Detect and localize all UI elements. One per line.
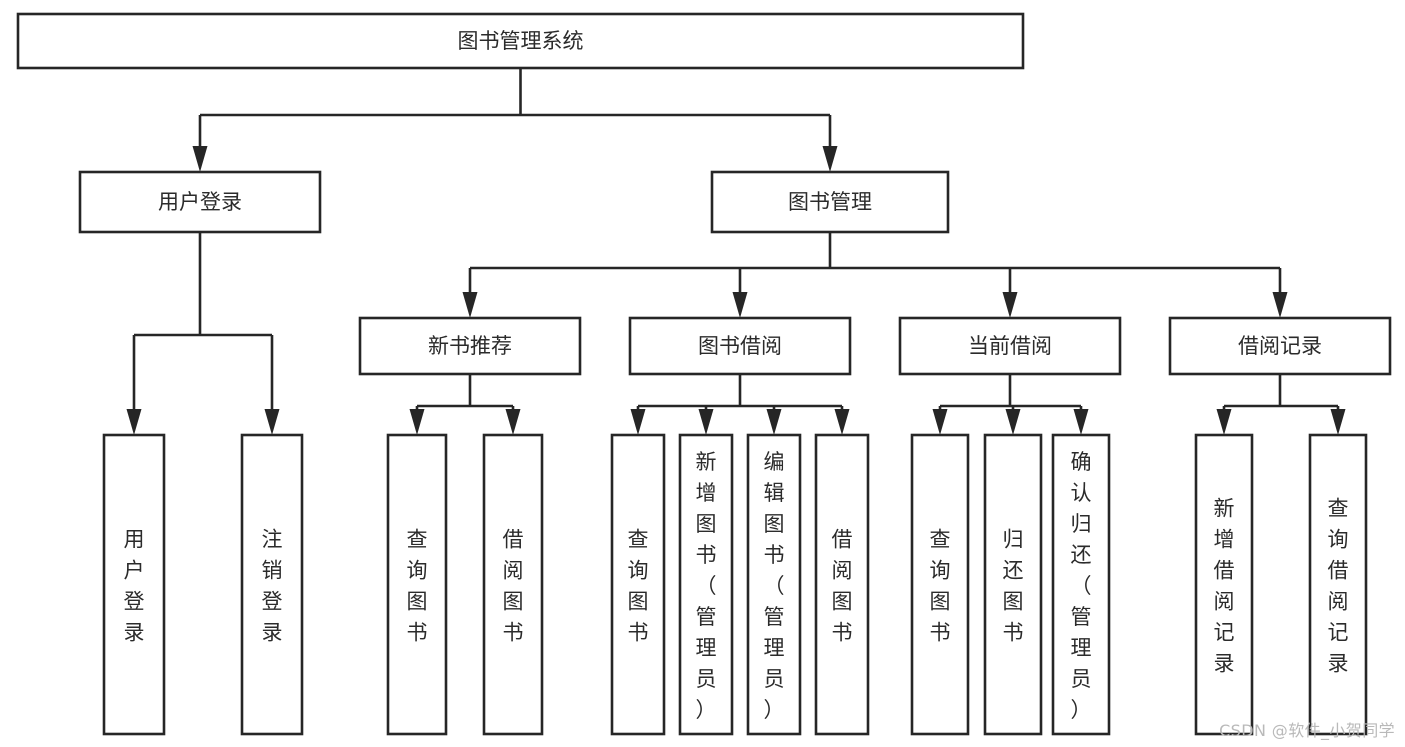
node-leaf-borrow-book-rec[interactable]: 借阅图书: [482, 433, 544, 736]
node-leaf-add-borrow-record[interactable]: 新增借阅记录: [1194, 433, 1254, 736]
node-leaf-query-book-borrow[interactable]: 查询图书: [610, 433, 666, 736]
connectors-layer: [126, 68, 1346, 435]
node-leaf-add-book-admin[interactable]: 新增图书（管理员）: [678, 433, 734, 736]
node-leaf-return-book[interactable]: 归还图书: [983, 433, 1043, 736]
node-box-leaf-borrow-book-rec[interactable]: [482, 433, 544, 736]
node-box-leaf-query-book-cur[interactable]: [910, 433, 970, 736]
current-borrow-arrow-0: [932, 409, 948, 435]
node-label-leaf-user-logout: 注销登录: [262, 528, 283, 645]
node-label-leaf-query-book-cur: 查询图书: [930, 528, 951, 645]
node-box-current-borrow[interactable]: [898, 316, 1122, 376]
book-borrow-arrow-3: [834, 409, 850, 435]
node-box-book-manage[interactable]: [710, 170, 950, 234]
node-label-root: 图书管理系统: [458, 29, 584, 53]
book-manage-arrow-0: [462, 292, 478, 318]
node-box-root[interactable]: [16, 12, 1025, 70]
node-leaf-confirm-return-admin[interactable]: 确认归还（管理员）: [1051, 433, 1111, 736]
current-borrow-arrow-2: [1073, 409, 1089, 435]
node-label-leaf-add-book-admin: 新增图书（管理员）: [696, 450, 717, 722]
node-new-book-recommend[interactable]: 新书推荐: [358, 316, 582, 376]
node-label-leaf-borrow-book-rec: 借阅图书: [503, 528, 524, 645]
book-manage-arrow-2: [1002, 292, 1018, 318]
node-box-book-borrow[interactable]: [628, 316, 852, 376]
node-current-borrow[interactable]: 当前借阅: [898, 316, 1122, 376]
node-box-leaf-query-book-borrow[interactable]: [610, 433, 666, 736]
book-borrow-arrow-2: [766, 409, 782, 435]
root-arrow-1: [822, 146, 838, 172]
node-label-user-login: 用户登录: [158, 190, 242, 214]
node-box-leaf-return-book[interactable]: [983, 433, 1043, 736]
borrow-record-arrow-0: [1216, 409, 1232, 435]
node-box-leaf-add-book-admin[interactable]: [678, 433, 734, 736]
book-borrow-arrow-0: [630, 409, 646, 435]
current-borrow-arrow-1: [1005, 409, 1021, 435]
nodes-layer: 图书管理系统用户登录图书管理新书推荐图书借阅当前借阅借阅记录用户登录注销登录查询…: [16, 12, 1392, 736]
user-login-arrow-0: [126, 409, 142, 435]
node-label-current-borrow: 当前借阅: [968, 334, 1052, 358]
node-book-manage[interactable]: 图书管理: [710, 170, 950, 234]
node-leaf-query-book-rec[interactable]: 查询图书: [386, 433, 448, 736]
node-leaf-user-login[interactable]: 用户登录: [102, 433, 166, 736]
node-box-leaf-query-book-rec[interactable]: [386, 433, 448, 736]
node-label-book-borrow: 图书借阅: [698, 334, 782, 358]
node-label-leaf-confirm-return-admin: 确认归还（管理员）: [1071, 450, 1092, 722]
node-box-leaf-query-borrow-record[interactable]: [1308, 433, 1368, 736]
node-book-borrow[interactable]: 图书借阅: [628, 316, 852, 376]
node-label-leaf-query-book-rec: 查询图书: [407, 528, 428, 645]
node-leaf-user-logout[interactable]: 注销登录: [240, 433, 304, 736]
node-box-leaf-add-borrow-record[interactable]: [1194, 433, 1254, 736]
new-book-recommend-arrow-1: [505, 409, 521, 435]
node-box-leaf-borrow-book[interactable]: [814, 433, 870, 736]
node-box-user-login[interactable]: [78, 170, 322, 234]
root-arrow-0: [192, 146, 208, 172]
borrow-record-arrow-1: [1330, 409, 1346, 435]
node-label-borrow-record: 借阅记录: [1238, 334, 1322, 358]
node-box-new-book-recommend[interactable]: [358, 316, 582, 376]
book-manage-arrow-1: [732, 292, 748, 318]
node-leaf-query-borrow-record[interactable]: 查询借阅记录: [1308, 433, 1368, 736]
user-login-arrow-1: [264, 409, 280, 435]
node-leaf-query-book-cur[interactable]: 查询图书: [910, 433, 970, 736]
node-box-leaf-user-login[interactable]: [102, 433, 166, 736]
node-box-leaf-confirm-return-admin[interactable]: [1051, 433, 1111, 736]
node-box-borrow-record[interactable]: [1168, 316, 1392, 376]
node-leaf-borrow-book[interactable]: 借阅图书: [814, 433, 870, 736]
new-book-recommend-arrow-0: [409, 409, 425, 435]
node-label-book-manage: 图书管理: [788, 190, 872, 214]
node-label-leaf-add-borrow-record: 新增借阅记录: [1214, 497, 1235, 676]
node-user-login[interactable]: 用户登录: [78, 170, 322, 234]
node-root[interactable]: 图书管理系统: [16, 12, 1025, 70]
book-borrow-arrow-1: [698, 409, 714, 435]
node-label-leaf-query-borrow-record: 查询借阅记录: [1328, 497, 1349, 676]
node-box-leaf-user-logout[interactable]: [240, 433, 304, 736]
node-label-new-book-recommend: 新书推荐: [428, 334, 512, 358]
node-leaf-edit-book-admin[interactable]: 编辑图书（管理员）: [746, 433, 802, 736]
node-label-leaf-return-book: 归还图书: [1003, 528, 1024, 645]
book-manage-arrow-3: [1272, 292, 1288, 318]
node-box-leaf-edit-book-admin[interactable]: [746, 433, 802, 736]
node-label-leaf-query-book-borrow: 查询图书: [628, 528, 649, 645]
node-label-leaf-user-login: 用户登录: [124, 528, 145, 645]
node-label-leaf-borrow-book: 借阅图书: [832, 528, 853, 645]
node-borrow-record[interactable]: 借阅记录: [1168, 316, 1392, 376]
node-label-leaf-edit-book-admin: 编辑图书（管理员）: [764, 450, 785, 722]
